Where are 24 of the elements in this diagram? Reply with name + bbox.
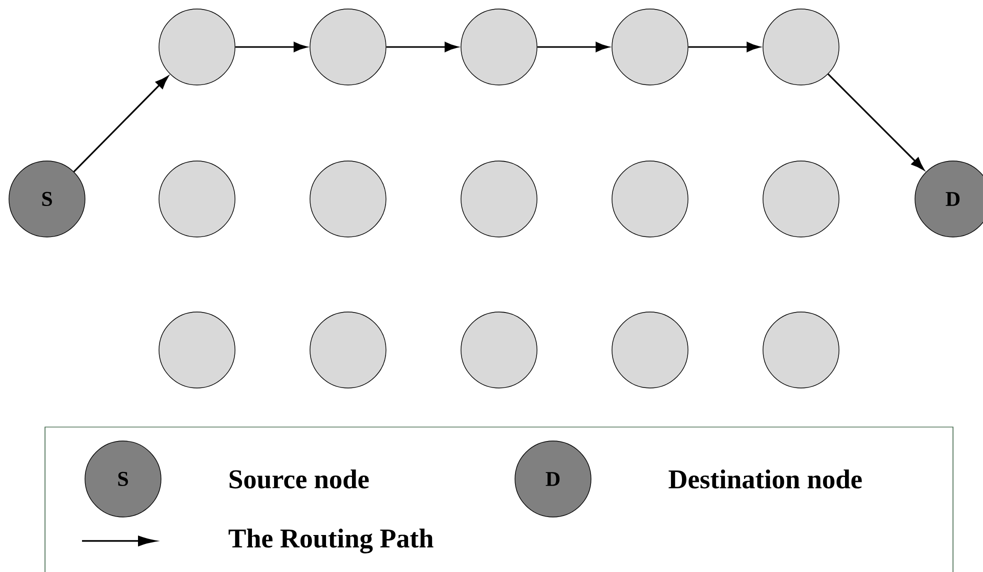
node-circle (460, 8, 538, 86)
node-circle (460, 312, 538, 388)
node-circle (762, 312, 840, 388)
node-circle (158, 312, 236, 388)
arrow (828, 74, 924, 170)
node-circle (310, 8, 386, 86)
arrow (386, 42, 458, 52)
legend-label: The Routing Path (228, 528, 434, 554)
node-circle (460, 160, 538, 238)
node-circle (310, 312, 386, 388)
node-circle (158, 8, 236, 86)
arrow (235, 42, 307, 52)
node-circle (762, 160, 840, 238)
node-circle (612, 8, 688, 86)
arrow (73, 76, 168, 172)
arrow (688, 42, 760, 52)
node-circle (310, 160, 386, 238)
node-circle (612, 312, 688, 388)
legend-label: Source node (230, 469, 369, 489)
node-circle (762, 8, 840, 86)
arrow (537, 42, 609, 52)
node-circle (158, 160, 236, 238)
node-circle (612, 160, 688, 238)
legend-label: Destination node (668, 469, 862, 488)
